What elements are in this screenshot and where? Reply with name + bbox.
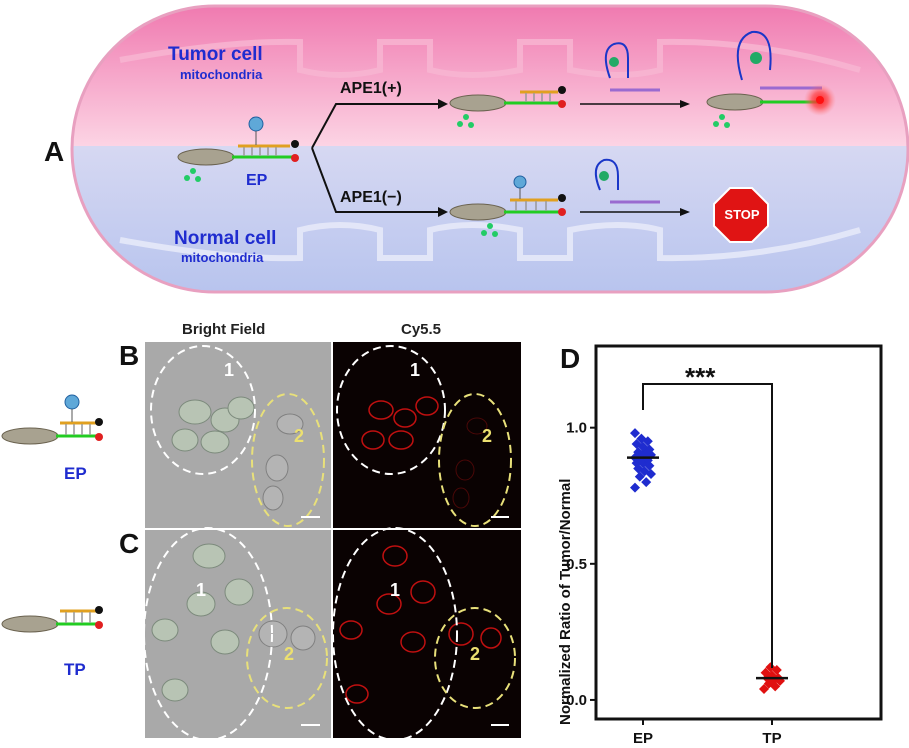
data-point <box>760 667 771 678</box>
c-cy-region-1: 1 <box>390 580 401 600</box>
b-cy-region-1: 1 <box>410 360 421 380</box>
b-cy-region-2: 2 <box>482 426 493 446</box>
b-bright-region-2: 2 <box>294 426 305 446</box>
normal-cell-title: Normal cell <box>174 228 277 249</box>
ep-probe-label: EP <box>246 172 268 189</box>
normal-cell-sub: mitochondria <box>181 250 264 265</box>
data-point <box>771 664 782 675</box>
y-tick-label: 1.0 <box>566 420 587 437</box>
b-bright-region-1: 1 <box>224 360 235 380</box>
stop-text: STOP <box>724 207 760 222</box>
data-point <box>759 684 769 695</box>
panel-b-letter: B <box>119 340 140 371</box>
ape1-minus-label: APE1(−) <box>340 189 402 206</box>
panel-c-letter: C <box>119 528 140 559</box>
dot-plot-chart: D Normalized Ratio of Tumor/Normal 0.0 0.… <box>557 343 883 747</box>
data-point <box>634 471 645 482</box>
significance-stars: *** <box>685 362 716 392</box>
hairpin-upper <box>604 42 660 92</box>
data-point <box>765 662 776 673</box>
chart-ylabel: Normalized Ratio of Tumor/Normal <box>557 479 574 725</box>
data-point <box>633 447 644 458</box>
data-point <box>630 482 640 493</box>
row-c-label: TP <box>64 660 86 679</box>
panel-a-letter: A <box>44 136 65 167</box>
x-category-label: TP <box>762 730 781 747</box>
significance-bracket <box>642 383 773 668</box>
c-bright-region-2: 2 <box>284 644 295 664</box>
probe-tumor-signal <box>706 30 836 128</box>
col-bright-field: Bright Field <box>182 321 266 338</box>
row-c-probe <box>1 606 103 633</box>
data-point <box>630 428 640 439</box>
probe-lower <box>449 175 566 237</box>
hairpin-lower <box>594 158 660 204</box>
x-category-label: EP <box>633 730 653 747</box>
tumor-cell-title: Tumor cell <box>168 44 263 65</box>
data-point <box>636 433 647 444</box>
col-cy55: Cy5.5 <box>401 321 442 338</box>
panel-d-letter: D <box>560 343 580 374</box>
row-b-probe <box>1 394 103 445</box>
plot-frame <box>594 344 883 721</box>
mitochondria-schematic <box>70 4 909 294</box>
y-tick-label: 0.0 <box>566 692 587 709</box>
y-tick-label: 0.5 <box>566 556 587 573</box>
ape1-plus-label: APE1(+) <box>340 80 402 97</box>
micrograph-grid <box>145 342 521 738</box>
data-point <box>631 439 642 450</box>
data-point <box>642 436 653 447</box>
row-b-label: EP <box>64 464 87 483</box>
tumor-cell-sub: mitochondria <box>180 67 263 82</box>
c-cy-region-2: 2 <box>470 644 481 664</box>
stop-sign-icon <box>713 187 769 243</box>
c-bright-region-1: 1 <box>196 580 207 600</box>
probe-upper <box>449 86 566 128</box>
ep-probe-initial <box>177 116 299 182</box>
data-point <box>641 477 652 488</box>
data-point <box>639 466 650 477</box>
